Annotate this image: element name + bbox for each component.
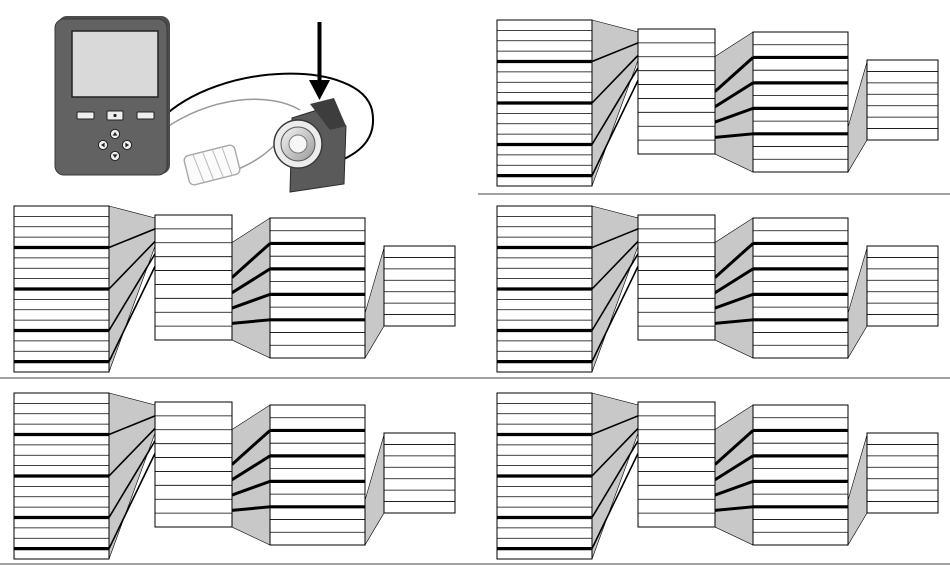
level-connector-wedge xyxy=(848,62,867,172)
menu-list-level-4 xyxy=(867,60,938,140)
left-softkey-icon xyxy=(77,112,94,119)
menu-list-level-2 xyxy=(155,402,232,527)
menu-list-level-2 xyxy=(155,215,232,340)
level-connector-wedge xyxy=(365,248,384,358)
down-arrow-icon xyxy=(309,22,330,100)
menu-panel xyxy=(497,206,938,372)
menu-list-level-4 xyxy=(384,433,455,513)
menu-list-level-4 xyxy=(867,433,938,513)
menu-list-level-2 xyxy=(638,29,715,154)
connector-plug-icon xyxy=(183,144,241,186)
menu-list-level-3 xyxy=(753,405,848,545)
menu-list-level-3 xyxy=(753,218,848,358)
arrow-up-icon xyxy=(110,129,119,138)
menu-list-level-3 xyxy=(270,218,365,358)
menu-panel xyxy=(497,20,938,186)
menu-list-level-4 xyxy=(384,246,455,326)
arrow-right-icon xyxy=(122,140,131,149)
handheld-device xyxy=(55,16,373,192)
menu-list-level-4 xyxy=(867,246,938,326)
menu-panel xyxy=(14,206,455,372)
arrow-left-icon xyxy=(98,140,107,149)
lcd-screen-icon xyxy=(72,31,158,97)
menu-list-level-2 xyxy=(638,402,715,527)
sensor-module-icon xyxy=(274,98,346,192)
menu-panel xyxy=(497,393,938,559)
right-softkey-icon xyxy=(137,112,154,119)
menu-list-level-3 xyxy=(270,405,365,545)
level-connector-wedge xyxy=(365,435,384,545)
arrow-down-icon xyxy=(110,151,119,160)
level-connector-wedge xyxy=(848,248,867,358)
menu-list-level-3 xyxy=(753,32,848,172)
menu-list-level-2 xyxy=(638,215,715,340)
menu-panel xyxy=(14,393,455,559)
level-connector-wedge xyxy=(848,435,867,545)
center-select-dot xyxy=(113,114,116,117)
